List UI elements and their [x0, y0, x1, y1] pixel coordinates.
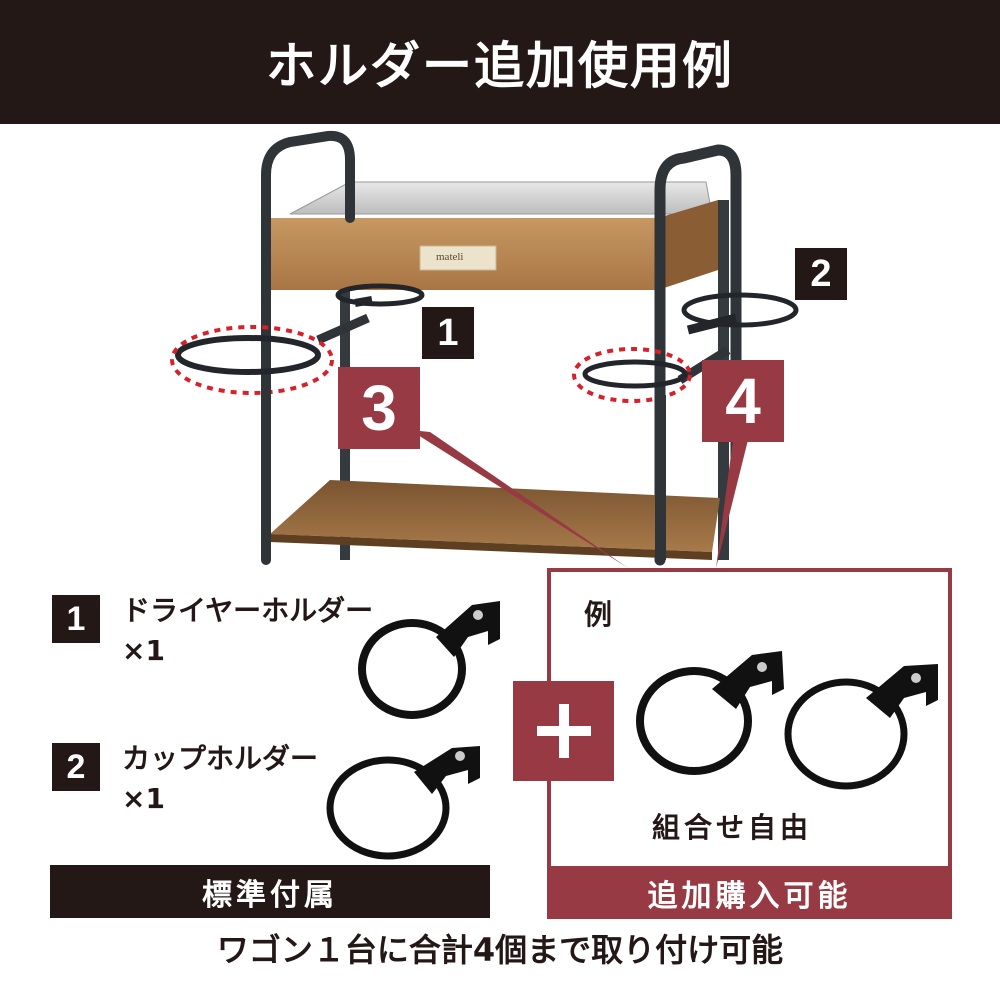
callout-4-pointer: [716, 432, 750, 568]
standard-accessory-label: 標準付属: [50, 865, 490, 918]
callout-2-badge: 2: [795, 248, 847, 300]
steel-tray: [289, 181, 713, 215]
page-header: ホルダー追加使用例: [0, 0, 1000, 124]
item-qty: ×1: [122, 782, 165, 815]
right-handle: [654, 144, 742, 566]
callout-3-pointer: [410, 430, 628, 568]
callout-1-badge: 1: [422, 307, 474, 359]
holder-3-ring: [175, 335, 321, 375]
page-title: ホルダー追加使用例: [266, 37, 734, 95]
example-label: 例: [584, 598, 613, 631]
item-name: カップホルダー: [122, 742, 319, 775]
plus-badge: [513, 681, 614, 781]
brand-plate: [419, 245, 497, 271]
item-number-badge: 1: [52, 595, 100, 643]
bottom-wood-shelf: [270, 480, 720, 552]
holder-4-ring: [582, 359, 688, 389]
dryer-holder-image: [358, 601, 500, 719]
item-qty: ×1: [122, 634, 165, 667]
wagon-illustration: [170, 130, 799, 568]
item-name: ドライヤーホルダー: [122, 594, 374, 627]
optional-purchase-panel: [547, 568, 952, 919]
cup-holder-image: [326, 746, 480, 860]
holder-2-ring: [681, 292, 799, 328]
holder-3-highlight: [170, 325, 334, 395]
free-combination-label: 組合せ自由: [652, 811, 813, 844]
item-number-badge: 2: [52, 743, 100, 791]
product-photo-wagon: 1 2 3 4 mateli: [0, 124, 1000, 584]
standard-item-cup-holder: 2 カップホルダー ×1: [52, 742, 318, 819]
max-holders-note: ワゴン１台に合計4個まで取り付け可能: [216, 931, 784, 969]
standard-item-dryer-holder: 1 ドライヤーホルダー ×1: [52, 594, 373, 671]
plus-icon: [536, 704, 591, 758]
holder-1-ring: [335, 283, 425, 307]
callout-3-badge: 3: [338, 367, 420, 449]
callout-4-badge: 4: [702, 360, 784, 442]
brand-plate-text: mateli: [436, 251, 464, 263]
optional-purchase-label: 追加購入可能: [547, 866, 952, 919]
holder-4-highlight: [572, 347, 692, 403]
left-handle: [261, 130, 355, 565]
optional-holder-image-1: [636, 651, 784, 775]
optional-holder-image-2: [784, 664, 938, 790]
